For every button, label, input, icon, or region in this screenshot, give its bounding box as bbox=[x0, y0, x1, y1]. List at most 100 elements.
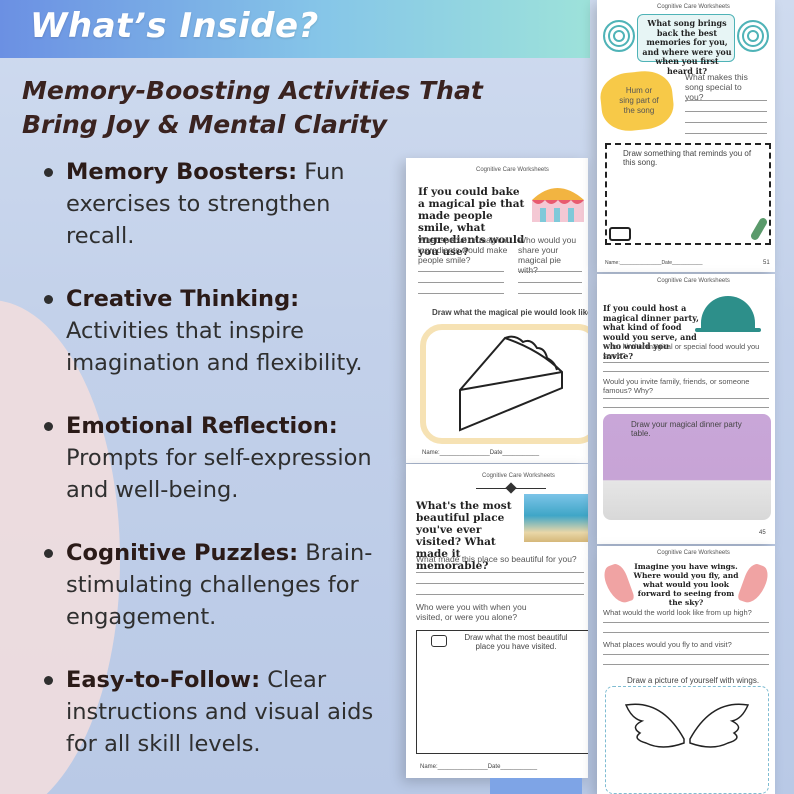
worksheet-prompt: What made this place so beautiful for yo… bbox=[416, 554, 577, 564]
tent-icon bbox=[532, 188, 584, 222]
bullet-icon bbox=[44, 549, 53, 558]
worksheet-header: Cognitive Care Worksheets bbox=[482, 473, 555, 479]
feature-title: Emotional Reflection: bbox=[66, 413, 338, 439]
worksheet-pie: Cognitive Care Worksheets If you could b… bbox=[406, 158, 588, 463]
answer-line bbox=[603, 632, 769, 633]
bullet-icon bbox=[44, 168, 53, 177]
bullet-icon bbox=[44, 295, 53, 304]
feature-text: Prompts for self-expression and well-bei… bbox=[66, 445, 372, 503]
answer-line bbox=[685, 111, 767, 112]
answer-line bbox=[685, 100, 767, 101]
beach-photo bbox=[524, 494, 588, 542]
maze-icon bbox=[737, 20, 769, 52]
feature-title: Cognitive Puzzles: bbox=[66, 540, 299, 566]
draw-prompt: Draw something that reminds you of this … bbox=[623, 149, 752, 167]
feature-list: Memory Boosters: Fun exercises to streng… bbox=[40, 156, 390, 791]
worksheet-header: Cognitive Care Worksheets bbox=[657, 4, 730, 10]
worksheet-wings: Cognitive Care Worksheets Imagine you ha… bbox=[597, 546, 775, 794]
feature-text: Brain-stimulating challenges for engagem… bbox=[66, 540, 373, 630]
worksheet-header: Cognitive Care Worksheets bbox=[657, 550, 730, 556]
worksheet-header: Cognitive Care Worksheets bbox=[657, 278, 730, 284]
worksheet-prompt: Who were you with when you visited, or w… bbox=[416, 602, 527, 622]
dish-cloche-icon bbox=[701, 296, 755, 328]
draw-prompt: Draw your magical dinner party table. bbox=[631, 420, 742, 438]
answer-line bbox=[418, 282, 504, 283]
feature-text: Clear instructions and visual aids for a… bbox=[66, 667, 374, 757]
answer-line bbox=[603, 362, 769, 363]
worksheet-question: If you could bake a magical pie that mad… bbox=[418, 186, 525, 258]
answer-line bbox=[418, 271, 504, 272]
bullet-icon bbox=[44, 676, 53, 685]
dish-plate bbox=[695, 328, 761, 332]
feature-item: Creative Thinking: Activities that inspi… bbox=[40, 283, 390, 379]
answer-line bbox=[685, 122, 767, 123]
answer-line bbox=[603, 622, 769, 623]
banner-title: What’s Inside? bbox=[30, 6, 319, 46]
worksheet-question: If you could host a magical dinner party… bbox=[603, 303, 699, 361]
worksheet-question: What song brings back the best memories … bbox=[642, 18, 732, 76]
answer-line bbox=[518, 282, 582, 283]
drawing-frame bbox=[605, 686, 769, 794]
feature-item: Memory Boosters: Fun exercises to streng… bbox=[40, 156, 390, 252]
feature-title: Easy-to-Follow: bbox=[66, 667, 261, 693]
page-number: 45 bbox=[759, 530, 766, 536]
worksheet-prompt: What makes this song special to you? bbox=[685, 72, 748, 102]
diamond-icon bbox=[505, 482, 517, 494]
feature-item: Easy-to-Follow: Clear instructions and v… bbox=[40, 664, 390, 760]
decorative-strip bbox=[490, 778, 582, 794]
drum-icon bbox=[609, 227, 631, 241]
worksheet-prompt: Who would you share your magical pie wit… bbox=[518, 235, 577, 275]
feather-icon bbox=[736, 561, 772, 607]
worksheet-place: Cognitive Care Worksheets What's the mos… bbox=[406, 464, 588, 778]
answer-line bbox=[518, 293, 582, 294]
name-date-line: Name:_______________Date___________ bbox=[420, 764, 538, 770]
answer-line bbox=[416, 583, 584, 584]
answer-line bbox=[418, 293, 504, 294]
name-date-line: Name:_______________Date___________ bbox=[605, 260, 703, 266]
worksheet-question: Imagine you have wings. Where would you … bbox=[633, 562, 739, 607]
wings-drawing bbox=[624, 703, 750, 748]
guitar-icon bbox=[749, 216, 769, 242]
answer-line bbox=[518, 271, 582, 272]
worksheet-prompt: What special or magical ingredients woul… bbox=[418, 235, 509, 265]
answer-line bbox=[603, 664, 769, 665]
answer-line bbox=[603, 654, 769, 655]
worksheet-prompt: What places would you fly to and visit? bbox=[603, 640, 732, 649]
answer-line bbox=[603, 398, 769, 399]
feature-item: Cognitive Puzzles: Brain-stimulating cha… bbox=[40, 537, 390, 633]
bullet-icon bbox=[44, 422, 53, 431]
worksheet-prompt: Would you invite family, friends, or som… bbox=[603, 377, 750, 395]
worksheet-prompt: What kind of magical or special food wou… bbox=[603, 342, 760, 360]
banner: What’s Inside? bbox=[0, 0, 590, 58]
draw-prompt: Draw what the most beautiful place you h… bbox=[464, 633, 568, 651]
drawing-frame: Draw your magical dinner party table. bbox=[603, 414, 771, 520]
drawing-frame bbox=[420, 324, 588, 444]
answer-line bbox=[603, 407, 769, 408]
worksheet-header: Cognitive Care Worksheets bbox=[476, 167, 549, 173]
page-number: 51 bbox=[763, 260, 770, 266]
feature-text: Activities that inspire imagination and … bbox=[66, 318, 363, 376]
feature-text: Fun exercises to strengthen recall. bbox=[66, 159, 345, 249]
worksheet-song: Cognitive Care Worksheets What song brin… bbox=[597, 0, 775, 272]
drawing-frame: Draw what the most beautiful place you h… bbox=[416, 630, 588, 754]
feature-title: Memory Boosters: bbox=[66, 159, 298, 185]
answer-line bbox=[416, 594, 584, 595]
draw-prompt: Draw what the magical pie would look lik… bbox=[432, 308, 588, 317]
subtitle: Memory-Boosting Activities That Bring Jo… bbox=[22, 76, 483, 139]
answer-line bbox=[685, 133, 767, 134]
feature-item: Emotional Reflection: Prompts for self-e… bbox=[40, 410, 390, 506]
camera-icon bbox=[431, 635, 447, 647]
worksheet-question: What's the most beautiful place you've e… bbox=[416, 500, 512, 572]
answer-line bbox=[416, 572, 584, 573]
feature-title: Creative Thinking: bbox=[66, 286, 300, 312]
draw-prompt: Draw a picture of yourself with wings. bbox=[627, 676, 760, 685]
name-date-line: Name:_______________Date___________ bbox=[422, 450, 540, 456]
drawing-frame: Draw something that reminds you of this … bbox=[605, 143, 771, 245]
question-box: What song brings back the best memories … bbox=[637, 14, 735, 75]
worksheet-prompt: What would the world look like from up h… bbox=[603, 608, 752, 617]
maze-icon bbox=[603, 20, 635, 52]
worksheet-dinner: Cognitive Care Worksheets If you could h… bbox=[597, 274, 775, 544]
burst-text: Hum or sing part of the song bbox=[619, 86, 659, 115]
pie-slice-drawing bbox=[459, 335, 563, 432]
answer-line bbox=[603, 371, 769, 372]
